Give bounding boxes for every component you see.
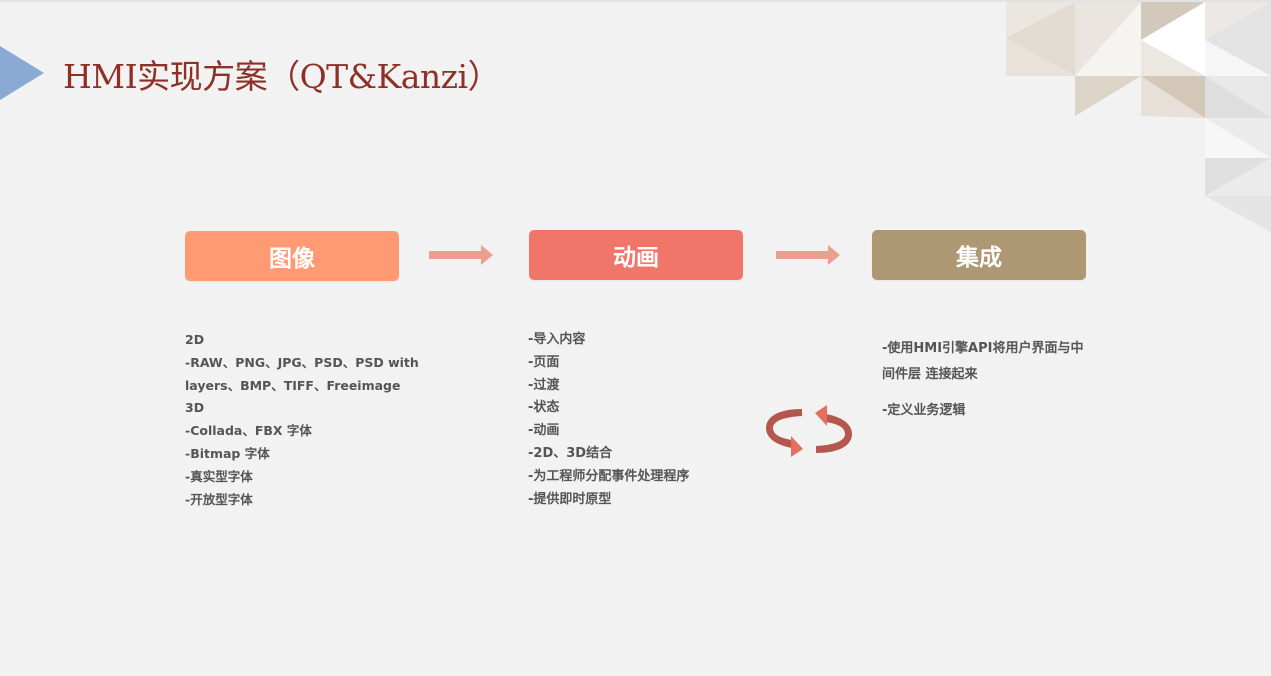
list-item: -动画 — [528, 423, 560, 439]
list-item: 2D — [185, 332, 205, 347]
animation-feature-list: -导入内容 -页面 -过渡 -状态 -动画 -2D、3D结合 -为工程师分配事件… — [528, 329, 689, 511]
list-item: -提供即时原型 — [528, 491, 612, 507]
stage-image: 图像 — [185, 231, 399, 281]
list-item: 间件层 连接起来 — [882, 367, 978, 382]
list-item: -开放型字体 — [185, 491, 253, 507]
list-item: -Bitmap 字体 — [185, 445, 270, 461]
list-item: -2D、3D结合 — [528, 445, 613, 461]
right-arrow-icon — [429, 245, 493, 265]
list-item: -RAW、PNG、JPG、PSD、PSD with — [185, 354, 419, 370]
list-item: 3D — [185, 400, 205, 416]
top-rule — [0, 0, 1271, 2]
list-item: -导入内容 — [528, 332, 586, 347]
stage-animation: 动画 — [529, 230, 743, 280]
list-item: -真实型字体 — [185, 468, 253, 484]
list-item: -状态 — [528, 400, 560, 416]
stage-integration: 集成 — [872, 230, 1086, 280]
list-item: layers、BMP、TIFF、Freeimage — [185, 377, 401, 393]
right-arrow-icon — [776, 245, 840, 265]
list-item: -Collada、FBX 字体 — [185, 423, 312, 439]
list-item: -为工程师分配事件处理程序 — [528, 468, 690, 484]
list-item: -页面 — [528, 354, 560, 370]
cycle-arrows-icon — [766, 405, 852, 457]
image-feature-list: 2D -RAW、PNG、JPG、PSD、PSD with layers、BMP、… — [185, 329, 419, 511]
page-title: HMI实现方案（QT&Kanzi） — [63, 57, 501, 96]
integration-feature-list: -使用HMI引擎API将用户界面与中 间件层 连接起来 -定义业务逻辑 — [882, 336, 1083, 424]
triangle-marker-icon — [0, 46, 44, 100]
list-item: -使用HMI引擎API将用户界面与中 — [882, 341, 1084, 356]
list-item: -定义业务逻辑 — [882, 403, 966, 418]
list-item: -过渡 — [528, 377, 560, 393]
